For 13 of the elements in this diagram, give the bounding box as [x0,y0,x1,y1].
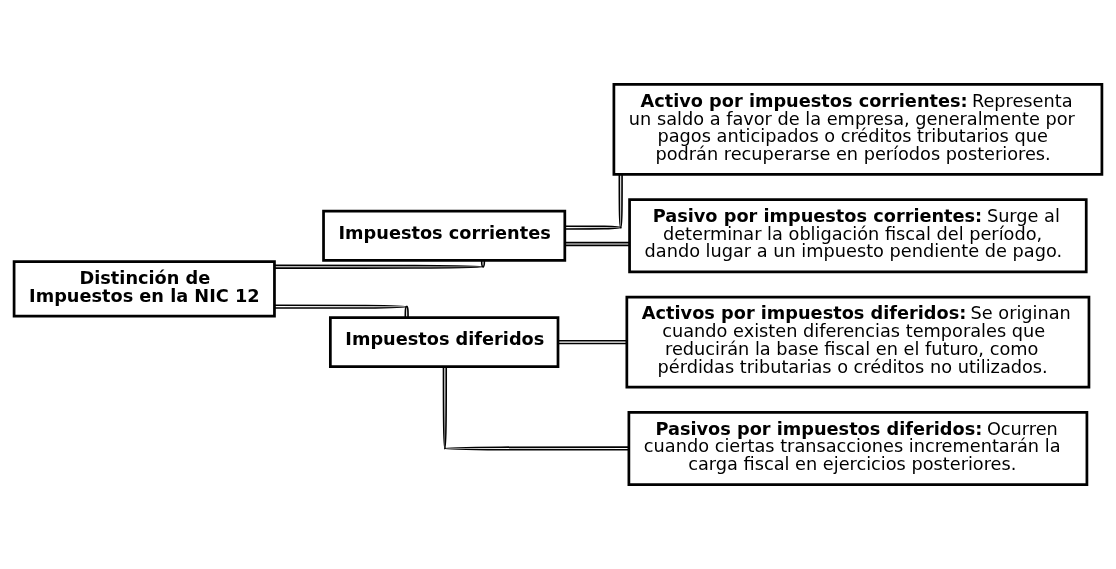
node-box: Activos por impuestos diferidos: Se originan cuando existen diferencias temporales que reducirán la base fiscal en el futuro, como pérdidas tributarias o créditos no utilizados. [625,295,1091,389]
node-box: Pasivo por impuestos corrientes: Surge al determinar la obligación fiscal del período, dando lugar a un impuesto pendiente de pago. [628,198,1088,274]
node-box: Activo por impuestos corrientes: Representa un saldo a favor de la empresa, generalmente por pagos anticipados o créditos tributarios que podrán recuperarse en períodos posteriores. [612,83,1104,176]
connector [273,259,486,269]
connector [273,304,409,319]
node-box: Distinción de Impuestos en la NIC 12 [12,260,276,318]
connector [564,173,623,230]
node-box: Pasivos por impuestos diferidos: Ocurren cuando ciertas transacciones incrementarán la carga fiscal en ejercicios posteriores. [627,410,1089,486]
node-box: Impuestos diferidos [329,316,560,368]
connector [564,241,630,247]
connector [557,339,628,345]
node-box: Impuestos corrientes [322,209,567,262]
connector [442,365,630,451]
